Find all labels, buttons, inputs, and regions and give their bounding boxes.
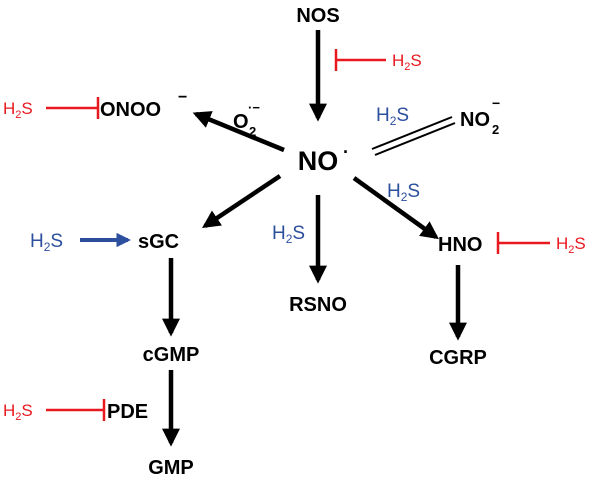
node-sgc: sGC bbox=[138, 231, 179, 253]
svg-text:NO: NO bbox=[298, 146, 339, 176]
node-hno: HNO bbox=[438, 234, 482, 256]
inhibit-onoo bbox=[46, 97, 100, 119]
node-cgrp: CGRP bbox=[429, 347, 487, 369]
svg-text:ONOO: ONOO bbox=[100, 99, 161, 121]
inhibit-pde bbox=[46, 399, 106, 421]
svg-text:−: − bbox=[178, 89, 187, 106]
inhibition-lines bbox=[46, 49, 550, 421]
node-rsno: RSNO bbox=[289, 294, 347, 316]
pathway-arrows bbox=[162, 30, 467, 447]
node-onoo: ONOO − bbox=[100, 89, 187, 121]
inhibit-nos bbox=[334, 49, 386, 71]
node-gmp: GMP bbox=[148, 457, 194, 479]
equilibrium-no-no2 bbox=[371, 116, 456, 156]
h2s-label-onoo: H2S bbox=[3, 99, 33, 121]
node-cgmp: cGMP bbox=[143, 344, 200, 366]
svg-text:−: − bbox=[492, 95, 500, 111]
node-no2: NO 2 − bbox=[460, 95, 500, 137]
svg-text:O: O bbox=[233, 111, 249, 133]
arrow-no-to-sgc bbox=[202, 174, 282, 228]
h2s-label-hno: H2S bbox=[556, 234, 586, 256]
node-no: NO · bbox=[298, 142, 349, 176]
h2s-label-no2: H2S bbox=[376, 105, 409, 128]
h2s-label-hno-arrow: H2S bbox=[387, 181, 420, 204]
svg-text:·: · bbox=[343, 142, 349, 162]
h2s-label-rsno: H2S bbox=[272, 223, 305, 246]
svg-text:·−: ·− bbox=[248, 100, 260, 115]
h2s-label-nos: H2S bbox=[392, 51, 422, 73]
h2s-label-sgc: H2S bbox=[30, 231, 63, 254]
arrow-no-to-onoo bbox=[192, 111, 285, 153]
inhibit-hno bbox=[496, 232, 550, 254]
svg-text:2: 2 bbox=[492, 122, 499, 137]
svg-text:NO: NO bbox=[460, 109, 490, 131]
arrow-no-to-hno bbox=[352, 176, 439, 240]
label-superoxide: O 2 ·− bbox=[233, 100, 260, 139]
h2s-label-pde: H2S bbox=[3, 401, 33, 423]
svg-text:2: 2 bbox=[249, 124, 256, 139]
node-nos: NOS bbox=[296, 5, 339, 27]
node-pde: PDE bbox=[107, 401, 148, 423]
